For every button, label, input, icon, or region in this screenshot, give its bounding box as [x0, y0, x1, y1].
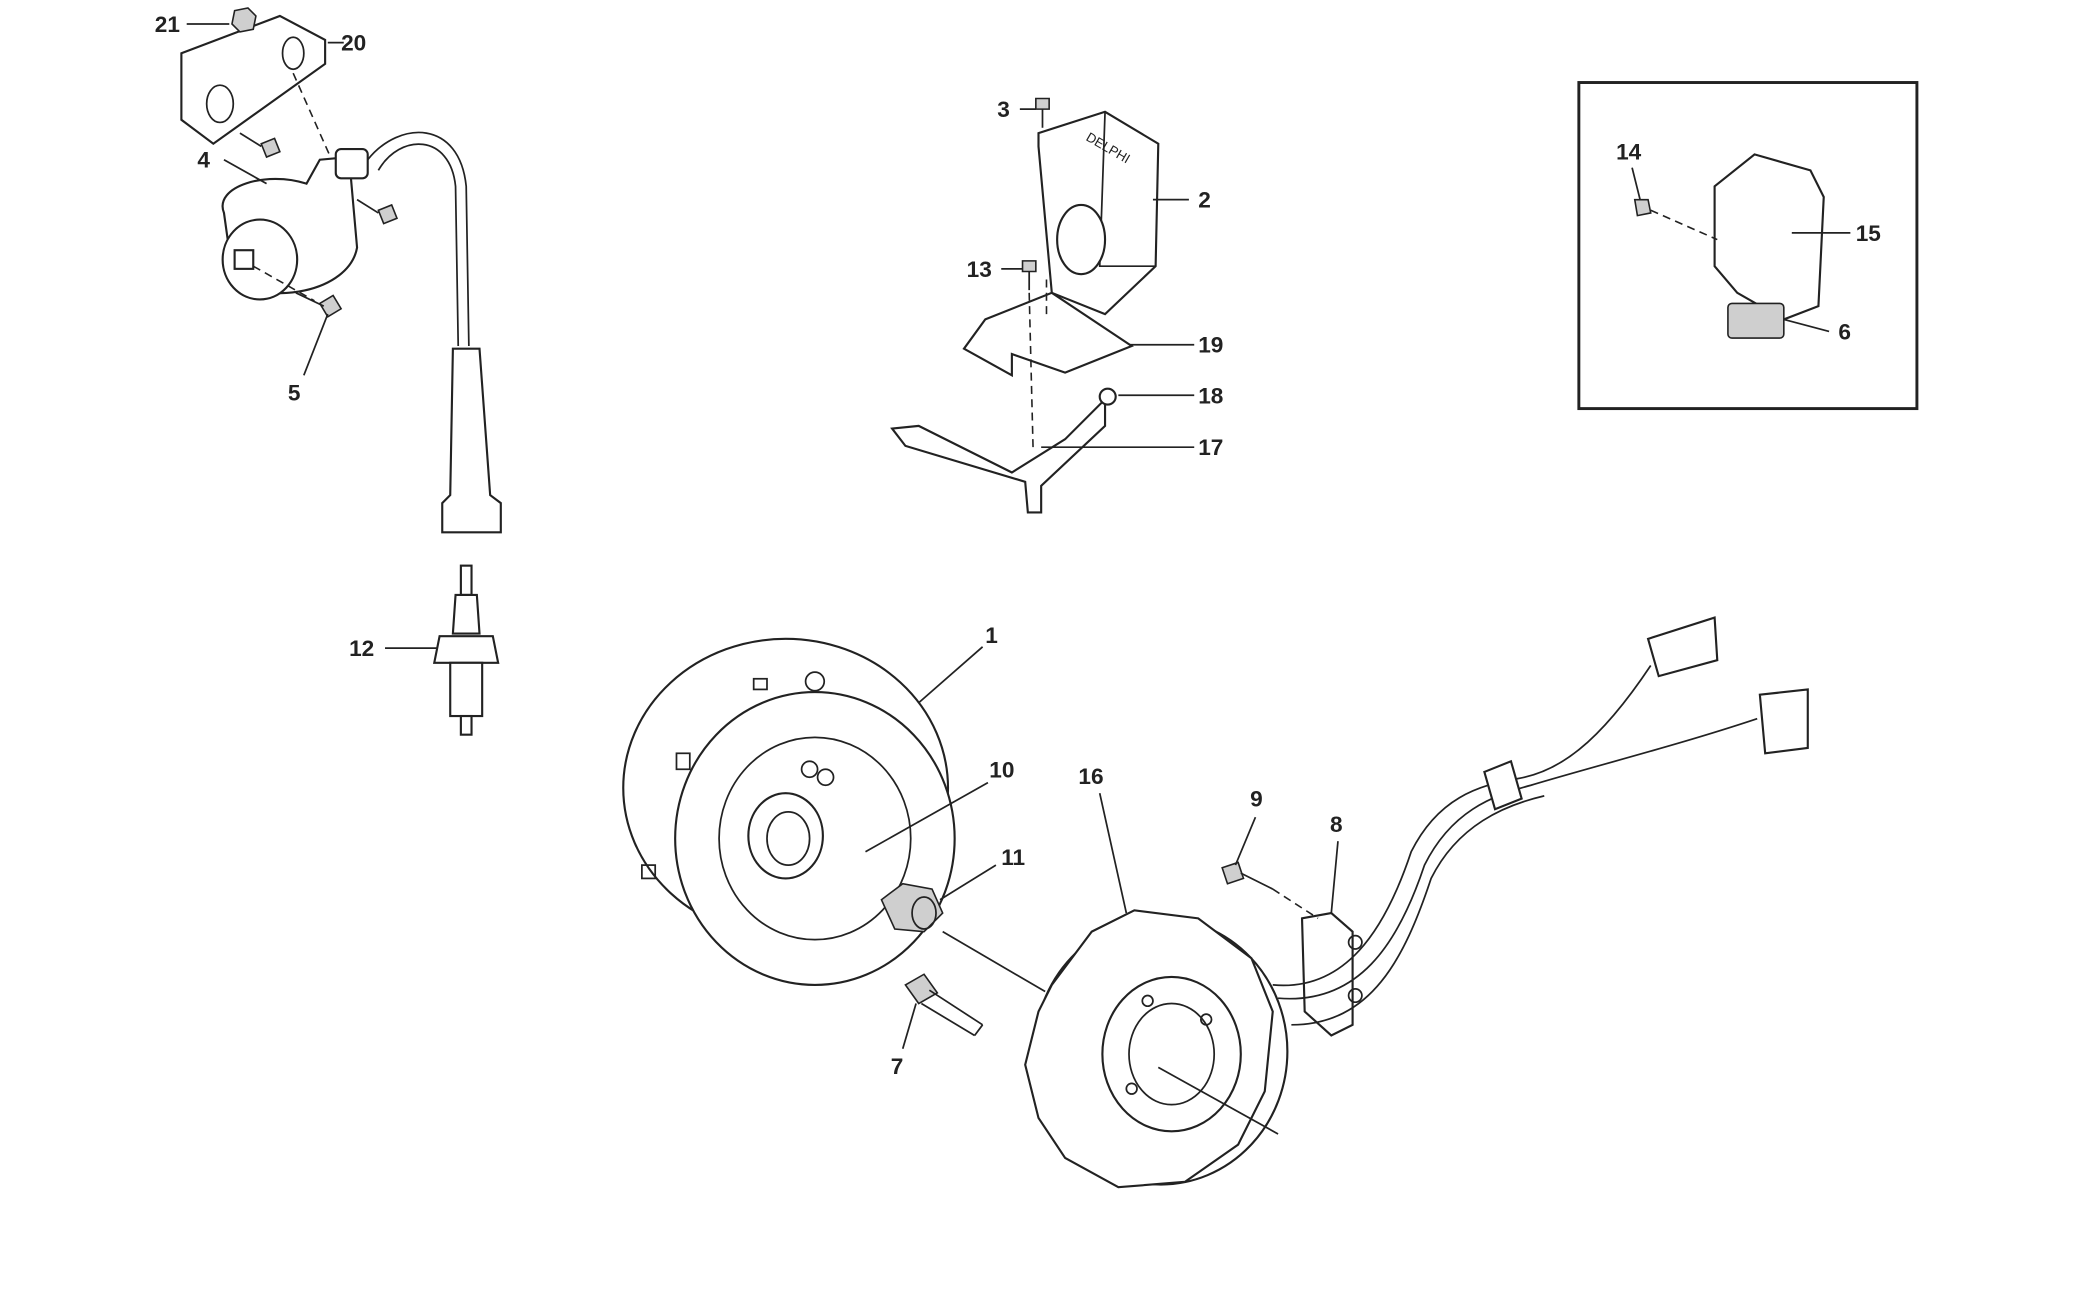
- callout-6: 6: [1838, 319, 1851, 344]
- bracket-17: [890, 396, 1107, 514]
- bolt-7: [904, 973, 984, 1037]
- callout-10: 10: [989, 757, 1014, 782]
- flywheel-1: [622, 637, 956, 986]
- callout-8: 8: [1330, 812, 1343, 837]
- ignition-coil-group: [180, 7, 502, 534]
- callout-11: 11: [1001, 845, 1025, 870]
- bolt-5: [295, 292, 343, 318]
- callout-7: 7: [891, 1054, 904, 1079]
- callout-3: 3: [997, 97, 1010, 122]
- callout-21: 21: [155, 12, 180, 37]
- callout-18: 18: [1198, 383, 1223, 408]
- callout-15: 15: [1856, 221, 1881, 246]
- callout-20: 20: [341, 31, 366, 56]
- leader-lines: [186, 23, 1851, 1050]
- callout-17: 17: [1198, 435, 1223, 460]
- screw-3: [1035, 97, 1050, 110]
- callout-16: 16: [1078, 764, 1103, 789]
- callout-19: 19: [1198, 333, 1223, 358]
- bolt-coil-side: [356, 198, 399, 225]
- callout-1: 1: [985, 623, 998, 648]
- inset-box: [1577, 81, 1919, 411]
- bolt-coil-upper: [239, 132, 281, 159]
- nut-21: [231, 7, 257, 33]
- coil-bracket-20: [180, 14, 327, 146]
- grommet-18: [1098, 387, 1117, 406]
- callout-12: 12: [349, 636, 374, 661]
- connector-6: [1727, 302, 1785, 339]
- bracket-19: [962, 291, 1134, 378]
- wiring-harness: [1272, 616, 1809, 1026]
- spark-plug-12: [432, 564, 500, 736]
- callout-13: 13: [967, 257, 992, 282]
- callout-labels: 1 2 3 4 5 6 7 8 9 10 11 12 13 14 15 16 1…: [155, 12, 1881, 1079]
- callout-9: 9: [1250, 787, 1263, 812]
- callout-14: 14: [1616, 140, 1642, 165]
- stator-16: [1024, 909, 1289, 1189]
- ecu-group: DELPHI: [890, 97, 1160, 514]
- callout-2: 2: [1198, 188, 1211, 213]
- regulator-15: [1713, 153, 1825, 321]
- spark-plug-cap: [441, 347, 502, 534]
- callout-4: 4: [197, 148, 210, 173]
- screw-13: [1021, 260, 1037, 273]
- callout-5: 5: [288, 381, 301, 406]
- screw-14: [1633, 198, 1652, 217]
- screw-9: [1221, 861, 1319, 920]
